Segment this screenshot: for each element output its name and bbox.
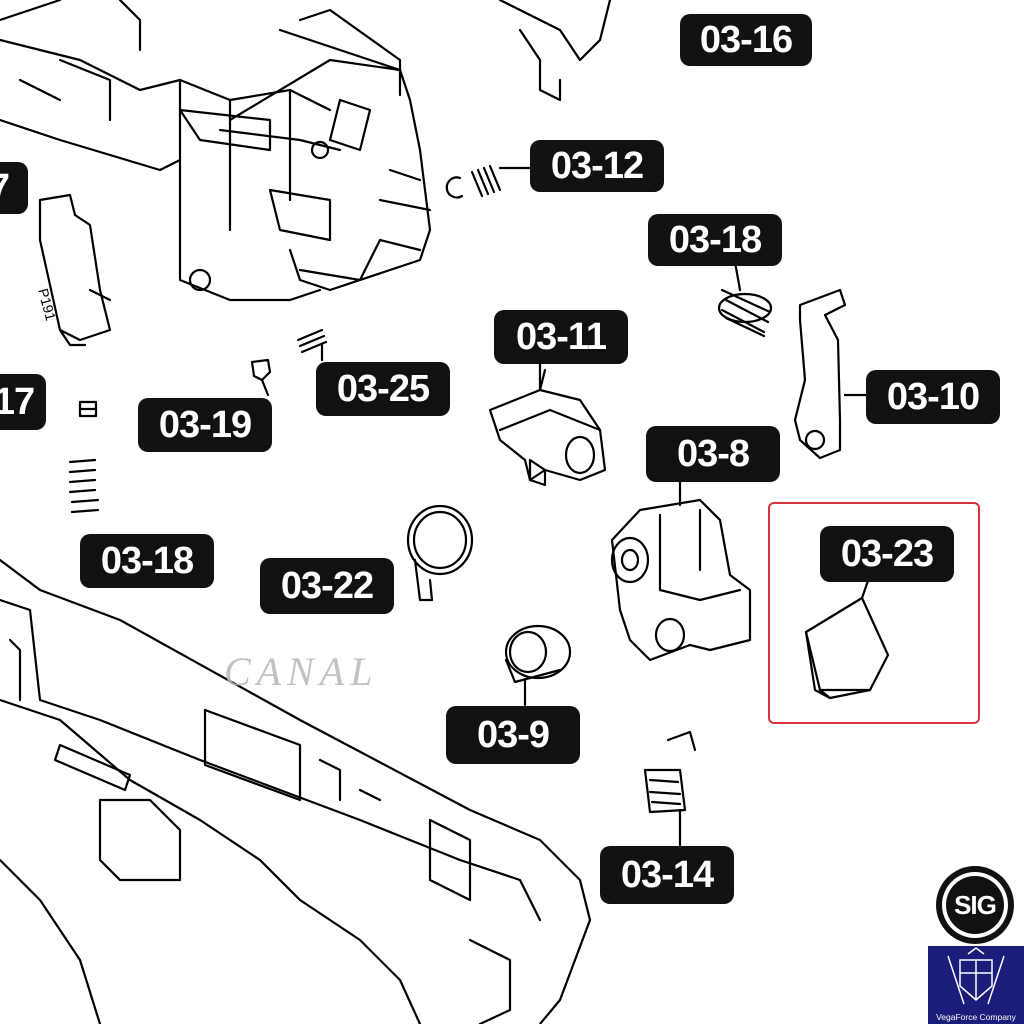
highlight-box-03-23 (768, 502, 980, 724)
label-07-partial[interactable]: 7 (0, 162, 28, 214)
part-03-9-bushing (504, 624, 572, 707)
sig-logo-text: SIG (946, 876, 1004, 934)
sig-logo: SIG (936, 866, 1014, 944)
part-03-22-spring (406, 504, 474, 602)
label-03-22[interactable]: 03-22 (260, 558, 394, 614)
part-03-10-trigger-bar (793, 288, 872, 460)
label-03-8[interactable]: 03-8 (646, 426, 780, 482)
frame-marking-text: P191 (35, 287, 59, 323)
upper-frame-part (0, 0, 612, 302)
label-03-11[interactable]: 03-11 (494, 310, 628, 364)
label-17-partial[interactable]: 17 (0, 374, 46, 430)
label-03-23[interactable]: 03-23 (820, 526, 954, 582)
part-03-8-housing (610, 478, 752, 662)
vfc-crest-icon (947, 947, 1005, 1005)
leader-03-19 (260, 378, 270, 397)
vegaforce-logo: VegaForce Company (928, 946, 1024, 1024)
part-03-18-spring-upper (717, 260, 773, 338)
part-03-14-spring (643, 730, 697, 847)
label-03-18-upper[interactable]: 03-18 (648, 214, 782, 266)
lever-part-p191 (38, 193, 112, 347)
label-03-14[interactable]: 03-14 (600, 846, 734, 904)
label-03-12[interactable]: 03-12 (530, 140, 664, 192)
lower-frame-part (0, 558, 592, 1024)
label-03-16[interactable]: 03-16 (680, 14, 812, 66)
canal-watermark: CANAL (224, 649, 379, 694)
label-03-18-lower[interactable]: 03-18 (80, 534, 214, 588)
label-03-19[interactable]: 03-19 (138, 398, 272, 452)
vegaforce-label: VegaForce Company (936, 1012, 1016, 1022)
label-03-25[interactable]: 03-25 (316, 362, 450, 416)
part-03-12-spring (445, 164, 532, 199)
small-parts-left (68, 328, 328, 514)
label-03-9[interactable]: 03-9 (446, 706, 580, 764)
label-03-10[interactable]: 03-10 (866, 370, 1000, 424)
